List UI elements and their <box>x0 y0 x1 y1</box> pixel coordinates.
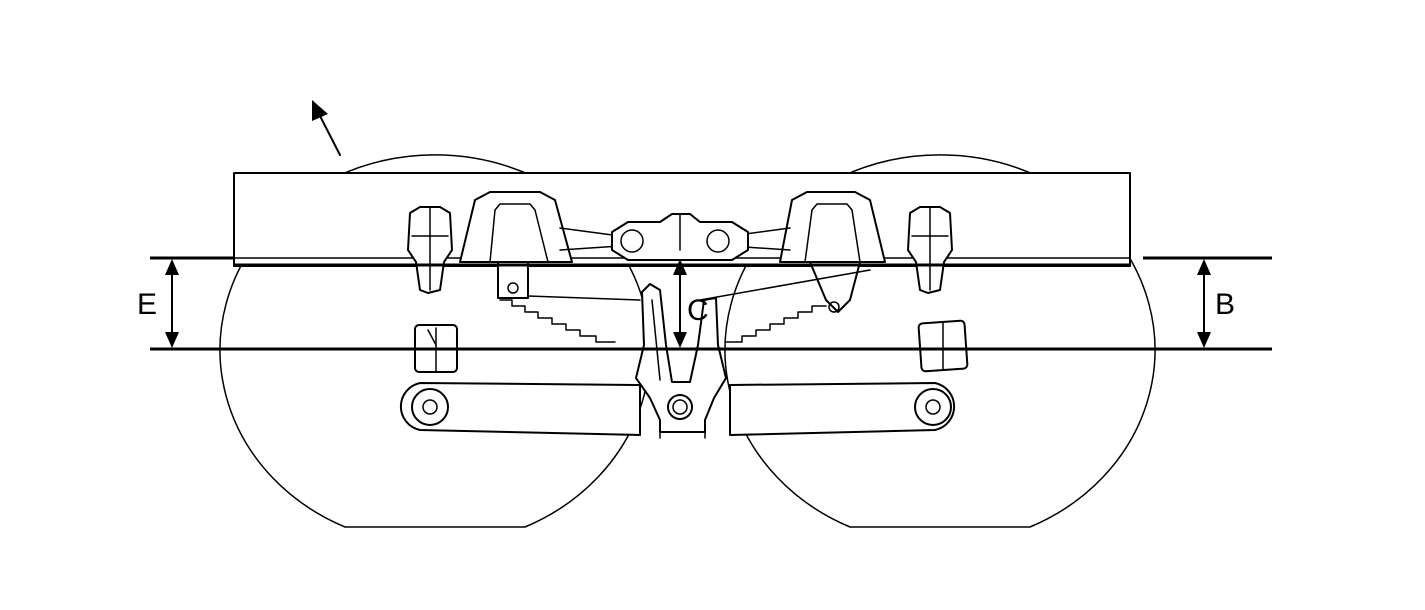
label-e: E <box>137 288 157 321</box>
label-b: B <box>1215 288 1235 321</box>
center-hanger <box>635 283 727 439</box>
label-c: C <box>687 294 709 327</box>
right-leaf-spring <box>724 305 827 343</box>
left-spring-hanger <box>407 206 453 294</box>
left-axle-seat <box>459 191 573 299</box>
upper-torque-rod <box>559 227 791 251</box>
right-axle-stop <box>917 319 969 373</box>
left-leaf-spring <box>499 299 616 343</box>
left-lower-torque-arm <box>399 382 641 436</box>
center-equalizer <box>611 213 749 261</box>
dimension-b <box>1197 259 1211 348</box>
direction-arrow <box>312 100 341 156</box>
dimension-c <box>673 259 687 348</box>
right-axle-seat <box>779 191 886 313</box>
right-lower-torque-arm <box>729 382 956 436</box>
right-spring-hanger <box>907 206 953 294</box>
dimension-e <box>165 259 179 348</box>
spring-guide-left <box>527 295 641 301</box>
spring-guide-right <box>699 269 871 301</box>
